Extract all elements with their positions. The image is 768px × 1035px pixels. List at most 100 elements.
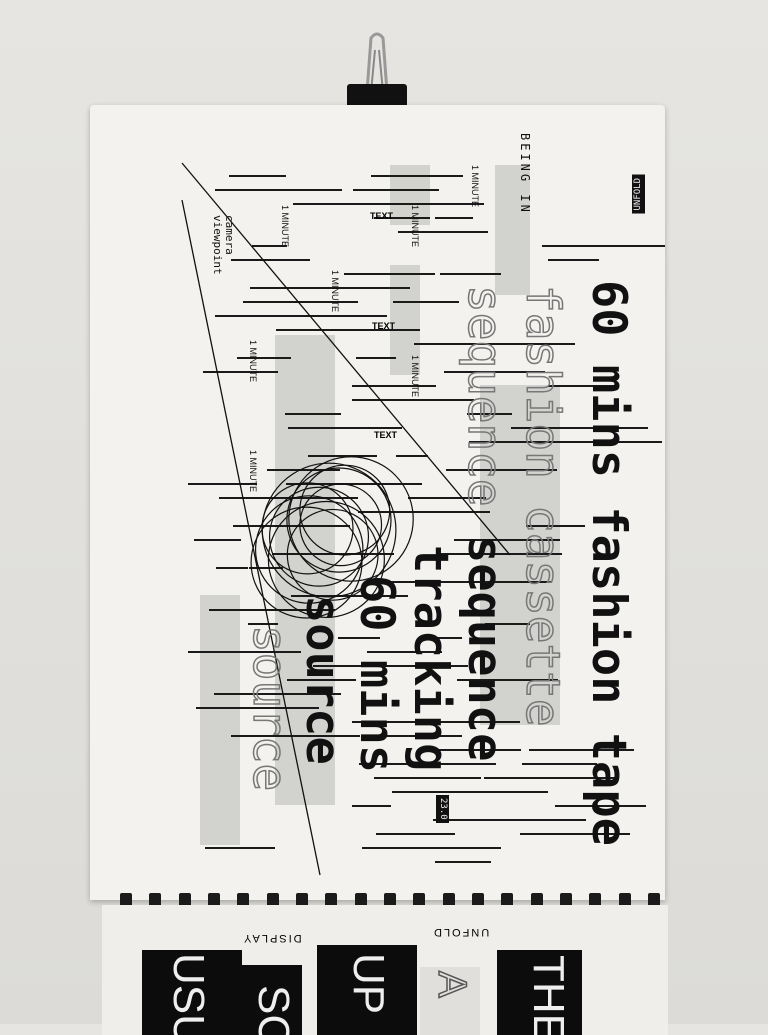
minute-label: 1 MINUTE xyxy=(410,205,420,248)
text-label: TEXT xyxy=(370,211,394,221)
timeline-bar xyxy=(354,287,410,289)
headline-text: sequence xyxy=(457,535,512,762)
block-word: USU xyxy=(164,953,213,1035)
timeline-bar xyxy=(511,427,648,429)
timeline-bar xyxy=(362,847,502,849)
timeline-bar xyxy=(547,385,614,387)
headline-text: 60 mins fashion tape xyxy=(581,280,636,846)
block-word: THE xyxy=(524,955,573,1035)
timeline-bar xyxy=(397,231,482,233)
timeline-bar xyxy=(371,175,464,177)
timeline-bar xyxy=(243,301,359,303)
timeline-bar xyxy=(266,469,341,471)
scribble-ring xyxy=(288,456,414,582)
timeline-bar xyxy=(249,287,389,289)
scribble-ring xyxy=(299,483,383,567)
timeline-bar xyxy=(236,357,292,359)
timeline-bar xyxy=(228,175,286,177)
timeline-bar xyxy=(275,329,403,331)
minute-label: 1 MINUTE xyxy=(410,355,420,398)
timeline-bar xyxy=(484,777,615,779)
timeline-bar xyxy=(196,707,293,709)
timeline-bar xyxy=(407,497,487,499)
timeline-bar xyxy=(453,539,561,541)
timeline-bar xyxy=(291,595,375,597)
timeline-bar xyxy=(214,189,342,191)
scribble-ring xyxy=(250,506,363,619)
timeline-bar xyxy=(356,357,397,359)
timeline-bar xyxy=(541,245,665,247)
text-label: TEXT xyxy=(374,430,398,440)
timeline-bar xyxy=(286,483,422,485)
timeline-bar xyxy=(216,567,249,569)
timeline-bar xyxy=(313,665,446,667)
timeline-bar xyxy=(389,581,511,583)
display-label: DISPLAY xyxy=(242,932,302,944)
timeline-bar xyxy=(215,315,348,317)
timeline-bar xyxy=(392,301,460,303)
timeline-bar xyxy=(203,371,279,373)
timeline-bar xyxy=(293,203,410,205)
timeline-bar xyxy=(548,259,599,261)
timeline-bar xyxy=(194,539,242,541)
timeline-bar xyxy=(473,343,576,345)
timeline-bar xyxy=(467,413,512,415)
being-in-label: BEING IN xyxy=(518,133,532,215)
ghost-text: source xyxy=(242,624,298,792)
timeline-bar xyxy=(372,595,409,597)
timeline-bar xyxy=(286,679,357,681)
minute-label: 1 MINUTE xyxy=(248,340,258,383)
timeline-bar xyxy=(408,203,485,205)
timeline-bar xyxy=(232,525,350,527)
minute-label: 1 MINUTE xyxy=(248,450,258,493)
timeline-bar xyxy=(554,805,646,807)
scribble-ring xyxy=(299,464,391,556)
block-word: UP xyxy=(344,953,393,1015)
timeline-bar xyxy=(353,189,440,191)
timeline-bar xyxy=(442,861,491,863)
timeline-bar xyxy=(285,413,342,415)
timeline-bar xyxy=(352,805,391,807)
timeline-bar xyxy=(188,651,302,653)
timecode-tag: 23.0 xyxy=(436,795,456,823)
timeline-bar xyxy=(521,763,598,765)
headline-text: source xyxy=(295,595,350,765)
scribble-ring xyxy=(268,486,370,587)
diagonal-lines xyxy=(181,162,511,876)
timeline-bar xyxy=(366,651,443,653)
unfold-tag: UNFOLD xyxy=(632,175,652,214)
scribble-ring xyxy=(286,467,392,573)
headline-text: tracking xyxy=(403,545,458,772)
timeline-bar xyxy=(307,455,378,457)
timeline-bar xyxy=(251,245,288,247)
timeline-bar xyxy=(318,315,388,317)
block-word: A xyxy=(429,970,475,998)
timeline-bar xyxy=(390,721,520,723)
scribble-ring xyxy=(254,495,364,604)
timeline-bar xyxy=(230,259,310,261)
scribble-ring xyxy=(261,462,397,598)
timeline-bar xyxy=(443,371,545,373)
timeline-bar xyxy=(374,217,431,219)
timeline-bar xyxy=(214,693,342,695)
timeline-bar xyxy=(426,791,548,793)
minute-label: 1 MINUTE xyxy=(470,165,480,208)
timeline-bar xyxy=(470,819,587,821)
timeline-bar xyxy=(230,735,360,737)
timeline-bar xyxy=(344,273,435,275)
timeline-bar xyxy=(408,511,490,513)
headline-text: 60 mins xyxy=(349,575,404,774)
scribble-ring xyxy=(261,482,354,575)
timeline-bar xyxy=(469,441,570,443)
timeline-bar xyxy=(187,483,258,485)
ghost-text: cassette xyxy=(515,504,571,727)
timeline-bar xyxy=(395,455,429,457)
timeline-bar xyxy=(434,217,474,219)
timeline-bar xyxy=(204,847,276,849)
timeline-bar xyxy=(414,343,489,345)
block-word: SC xyxy=(249,985,298,1035)
timeline-bar xyxy=(525,525,585,527)
timeline-bar xyxy=(352,721,424,723)
timeline-bar xyxy=(287,427,403,429)
timeline-bar xyxy=(435,553,562,555)
